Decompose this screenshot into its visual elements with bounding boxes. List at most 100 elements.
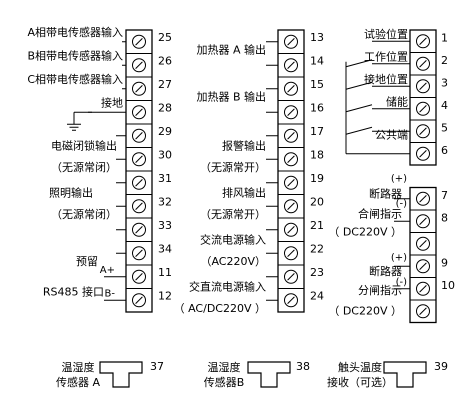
terminal-screw-icon bbox=[416, 34, 430, 49]
terminal-number: 17 bbox=[310, 125, 324, 138]
position-label: 储能 bbox=[386, 95, 408, 109]
polarity-sign: (-) bbox=[396, 277, 408, 288]
sensor-label: 触头温度 bbox=[338, 360, 382, 374]
block-note: 加热器 B 输出 bbox=[196, 90, 266, 104]
terminal-number: 27 bbox=[158, 78, 172, 91]
block-note: 断路器 bbox=[369, 186, 402, 200]
switch-contact-line bbox=[345, 126, 373, 135]
block-note: （ DC220V ） bbox=[328, 226, 402, 239]
terminal-number: 9 bbox=[441, 256, 448, 269]
block-note: 报警输出 bbox=[222, 139, 266, 153]
block-note: 预留 bbox=[76, 255, 98, 268]
terminal-number: 14 bbox=[310, 54, 324, 67]
terminal-number: 11 bbox=[158, 266, 172, 279]
block-note: RS485 接口 bbox=[43, 286, 104, 299]
terminal-screw-icon bbox=[132, 105, 146, 120]
sensor-label: 传感器 A bbox=[56, 376, 100, 389]
sensor-label: 温湿度 bbox=[208, 360, 241, 374]
terminal-screw-icon bbox=[284, 105, 298, 120]
terminal-screw-icon bbox=[416, 146, 430, 161]
block-note: 照明输出 bbox=[49, 186, 93, 200]
terminal-screw-icon bbox=[416, 236, 430, 251]
terminal-screw-icon bbox=[132, 246, 146, 261]
position-label: 工作位置 bbox=[364, 50, 408, 64]
terminal-screw-icon bbox=[284, 152, 298, 167]
terminal-number: 19 bbox=[310, 172, 324, 185]
terminal-number: 3 bbox=[441, 76, 448, 89]
terminal-screw-icon bbox=[132, 175, 146, 190]
terminal-number: 25 bbox=[158, 31, 172, 44]
polarity-sign: A+ bbox=[100, 265, 115, 276]
terminal-screw-icon bbox=[416, 304, 430, 319]
terminal-screw-icon bbox=[284, 128, 298, 143]
terminal-screw-icon bbox=[416, 191, 430, 206]
position-label: 接地位置 bbox=[364, 72, 408, 86]
polarity-sign: (+) bbox=[391, 174, 407, 185]
terminal-screw-icon bbox=[132, 199, 146, 214]
terminal-number: 1 bbox=[441, 31, 448, 44]
switch-contact-line bbox=[345, 59, 373, 68]
switch-contact-line bbox=[345, 81, 373, 90]
position-label: 公共端 bbox=[375, 128, 408, 141]
block-note: 分闸指示 bbox=[358, 283, 402, 297]
terminal-screw-icon bbox=[284, 199, 298, 214]
terminal-number: 8 bbox=[441, 211, 448, 224]
terminal-screw-icon bbox=[284, 293, 298, 308]
terminal-number: 32 bbox=[158, 195, 172, 208]
terminal-screw-icon bbox=[132, 269, 146, 284]
terminal-label: 接地 bbox=[101, 96, 123, 109]
block-note: （ DC220V ） bbox=[328, 304, 402, 317]
terminal-screw-icon bbox=[132, 34, 146, 49]
terminal-number: 12 bbox=[158, 289, 172, 302]
terminal-number: 15 bbox=[310, 78, 324, 91]
block-note: （无源常开） bbox=[200, 207, 266, 221]
terminal-screw-icon bbox=[284, 58, 298, 73]
terminal-label: C相带电传感器输入 bbox=[27, 72, 123, 86]
terminal-number: 24 bbox=[310, 289, 324, 302]
terminal-screw-icon bbox=[416, 124, 430, 139]
sensor-label: 接收（可选） bbox=[327, 375, 393, 389]
terminal-number: 18 bbox=[310, 148, 324, 161]
sensor-connector-icon bbox=[247, 361, 291, 388]
block-note: （无源常闭） bbox=[51, 160, 117, 174]
terminal-screw-icon bbox=[416, 259, 430, 274]
sensor-connector-icon bbox=[383, 361, 427, 388]
terminal-number: 2 bbox=[441, 54, 448, 67]
terminal-number: 5 bbox=[441, 121, 448, 134]
terminal-number: 28 bbox=[158, 101, 172, 114]
terminal-number: 16 bbox=[310, 101, 324, 114]
terminal-number: 10 bbox=[441, 279, 455, 292]
terminal-screw-icon bbox=[132, 152, 146, 167]
block-note: 交直流电源输入 bbox=[189, 280, 266, 294]
terminal-screw-icon bbox=[284, 34, 298, 49]
terminal-screw-icon bbox=[284, 246, 298, 261]
block-note: （ AC/DC220V ） bbox=[174, 302, 266, 315]
terminal-number: 31 bbox=[158, 172, 172, 185]
sensor-label: 传感器B bbox=[204, 376, 245, 389]
terminal-number: 22 bbox=[310, 242, 324, 255]
terminal-number: 4 bbox=[441, 99, 448, 112]
terminal-number: 26 bbox=[158, 54, 172, 67]
block-note: 断路器 bbox=[369, 264, 402, 278]
terminal-number: 6 bbox=[441, 144, 448, 157]
block-note: 排风输出 bbox=[222, 186, 266, 200]
position-label: 试验位置 bbox=[364, 27, 408, 41]
polarity-sign: (+) bbox=[391, 252, 407, 263]
terminal-number: 30 bbox=[158, 148, 172, 161]
terminal-number: 29 bbox=[158, 125, 172, 138]
block-note: 合闸指示 bbox=[358, 207, 402, 221]
terminal-screw-icon bbox=[284, 175, 298, 190]
sensor-number: 38 bbox=[296, 360, 310, 373]
terminal-screw-icon bbox=[132, 128, 146, 143]
terminal-number: 20 bbox=[310, 195, 324, 208]
terminal-number: 34 bbox=[158, 242, 172, 255]
terminal-screw-icon bbox=[132, 58, 146, 73]
terminal-label: B相带电传感器输入 bbox=[27, 48, 123, 62]
sensor-label: 温湿度 bbox=[62, 360, 95, 374]
terminal-screw-icon bbox=[416, 56, 430, 71]
terminal-number: 7 bbox=[441, 189, 448, 202]
terminal-screw-icon bbox=[284, 81, 298, 96]
terminal-screw-icon bbox=[284, 269, 298, 284]
terminal-number: 21 bbox=[310, 219, 324, 232]
